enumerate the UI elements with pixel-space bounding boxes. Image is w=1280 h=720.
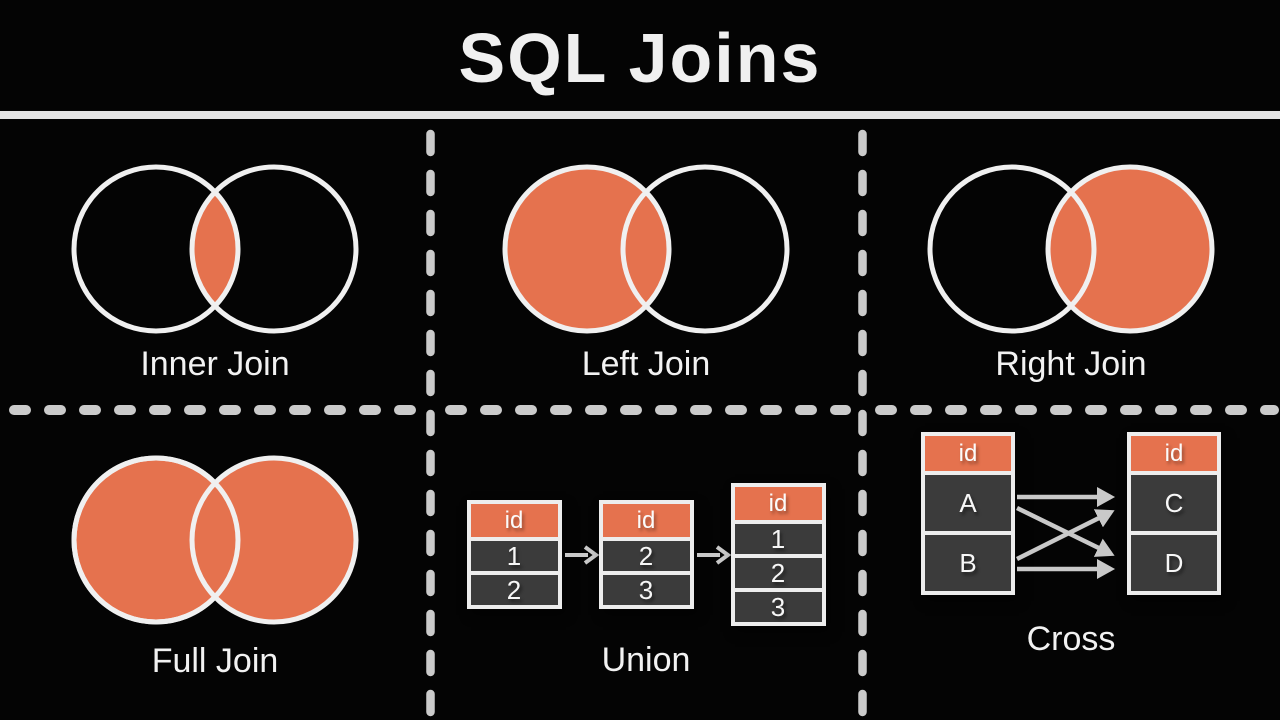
- panel-label: Cross: [1026, 620, 1116, 658]
- table-cell: D: [1131, 535, 1217, 591]
- union-tables-row: id 1 2 id 2 3 id 1 2 3: [466, 483, 826, 626]
- venn-full-join-icon: [71, 455, 359, 625]
- union-table-2: id 2 3: [598, 500, 694, 609]
- panel-right-join: Right Join: [862, 119, 1280, 449]
- cross-table-right: id C D: [1127, 432, 1221, 595]
- table-cell: 2: [470, 575, 558, 605]
- table-cell: 1: [470, 541, 558, 571]
- panel-union: id 1 2 id 2 3 id 1 2 3: [430, 408, 862, 720]
- venn-right-join-icon: [927, 164, 1215, 334]
- header-divider-rule: [0, 111, 1280, 119]
- table-cell: A: [925, 475, 1011, 531]
- table-cell: C: [1131, 475, 1217, 531]
- cross-mapping-arrows-icon: [1015, 486, 1116, 580]
- table-cell: 2: [602, 541, 690, 571]
- panel-label: Full Join: [151, 642, 279, 680]
- panel-label: Inner Join: [140, 345, 290, 383]
- arrow-right-icon: [564, 544, 599, 565]
- venn-inner-join-icon: [71, 164, 359, 334]
- table-cell: 3: [734, 592, 822, 622]
- panel-label: Right Join: [995, 345, 1147, 383]
- panel-inner-join: Inner Join: [0, 119, 430, 449]
- panel-left-join: Left Join: [430, 119, 862, 449]
- panel-label: Left Join: [581, 345, 711, 383]
- table-cell: 3: [602, 575, 690, 605]
- table-cell: 2: [734, 558, 822, 588]
- venn-left-join-icon: [502, 164, 790, 334]
- table-cell: B: [925, 535, 1011, 591]
- table-cell: 1: [734, 524, 822, 554]
- panel-cross-join: id A B id C D: [862, 408, 1280, 720]
- cross-table-left: id A B: [921, 432, 1015, 595]
- panel-full-join: Full Join: [0, 408, 430, 720]
- union-result-table: id 1 2 3: [730, 483, 826, 626]
- table-header-cell: id: [1131, 436, 1217, 471]
- table-header-cell: id: [602, 504, 690, 537]
- union-table-1: id 1 2: [466, 500, 562, 609]
- panel-label: Union: [601, 641, 691, 679]
- table-header-cell: id: [470, 504, 558, 537]
- table-header-cell: id: [925, 436, 1011, 471]
- cross-tables-row: id A B id C D: [921, 432, 1221, 595]
- page-title: SQL Joins: [458, 19, 822, 97]
- table-header-cell: id: [734, 487, 822, 520]
- arrow-right-icon: [696, 544, 731, 565]
